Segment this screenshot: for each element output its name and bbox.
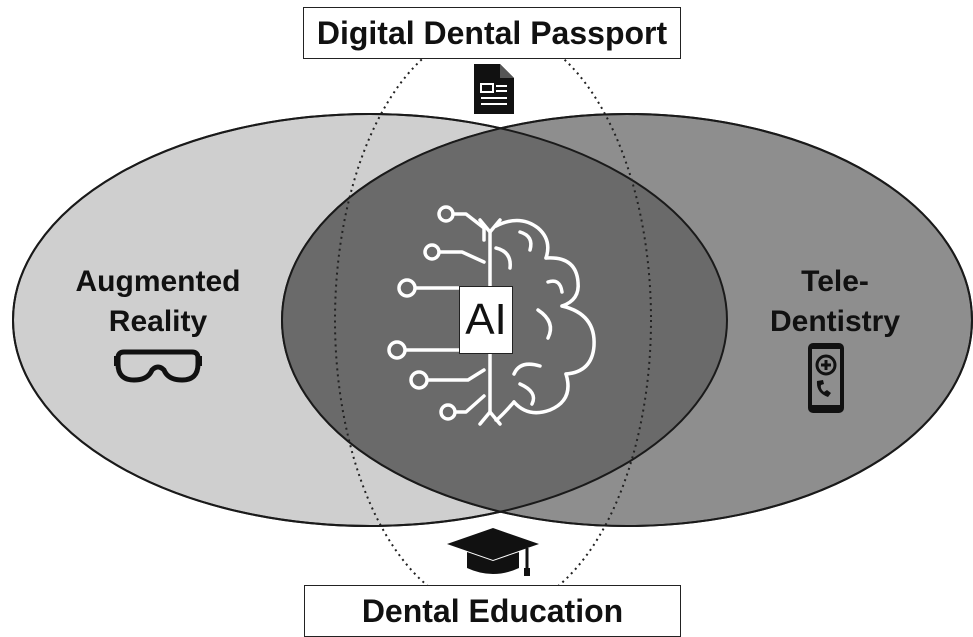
digital-dental-passport-box: Digital Dental Passport bbox=[303, 7, 681, 59]
graduation-cap-icon bbox=[447, 528, 539, 576]
dental-education-label: Dental Education bbox=[361, 592, 624, 629]
overlap-region bbox=[282, 114, 727, 526]
circuit-brain-icon bbox=[387, 205, 596, 426]
ai-label-box: AI bbox=[459, 286, 513, 354]
tele-dentistry-label: Tele- Dentistry bbox=[760, 262, 910, 342]
tele-dentistry-line1: Tele- bbox=[801, 265, 869, 298]
vr-goggles-icon bbox=[114, 349, 202, 383]
augmented-reality-label: Augmented Reality bbox=[58, 262, 258, 342]
dental-education-box: Dental Education bbox=[304, 585, 681, 637]
augmented-reality-line1: Augmented bbox=[75, 265, 241, 298]
ai-label: AI bbox=[465, 295, 507, 344]
augmented-reality-line2: Reality bbox=[108, 305, 208, 338]
digital-dental-passport-label: Digital Dental Passport bbox=[316, 14, 668, 51]
telemedicine-phone-icon bbox=[808, 343, 844, 413]
tele-dentistry-line2: Dentistry bbox=[769, 305, 901, 338]
document-icon bbox=[474, 64, 514, 114]
